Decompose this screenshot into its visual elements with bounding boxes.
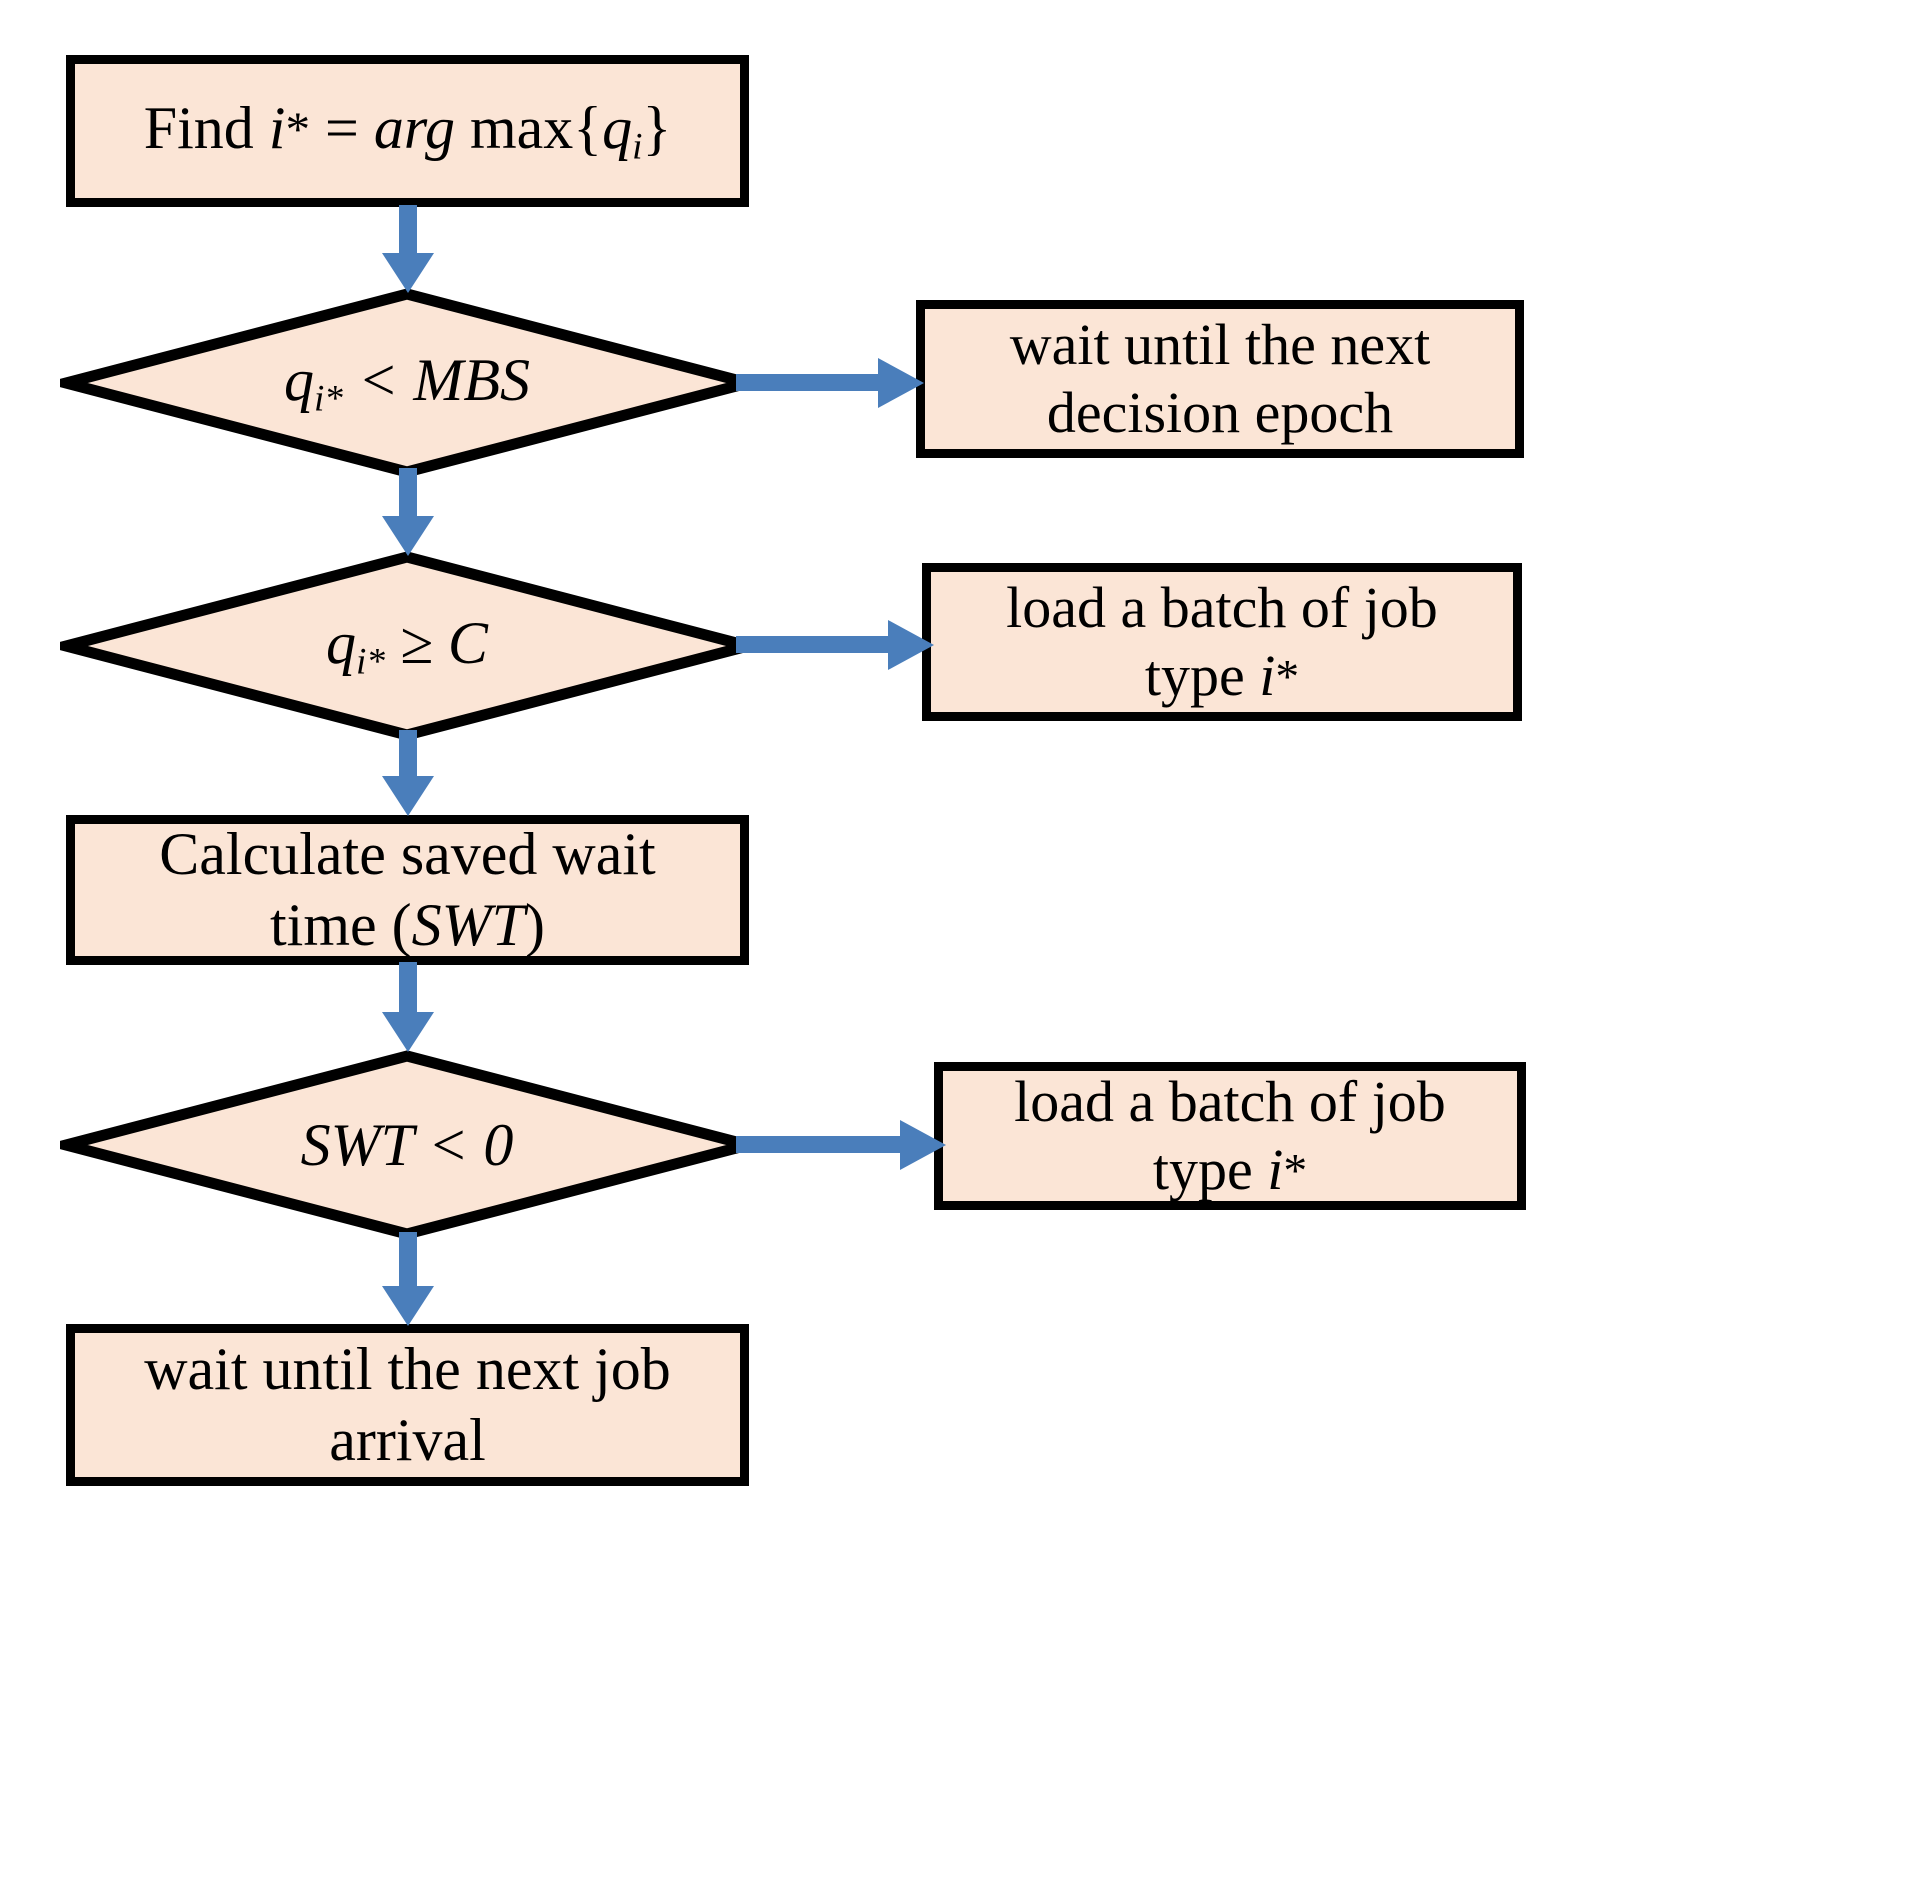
star-glyph: * xyxy=(1283,1145,1308,1198)
node-swt-lt-zero[interactable]: SWT < 0 xyxy=(60,1050,754,1240)
node-load-batch-1[interactable]: load a batch of job type i* xyxy=(922,563,1522,721)
node-q-ge-c[interactable]: qi* ≥ C xyxy=(60,551,754,741)
line-1: Calculate saved wait xyxy=(159,821,656,888)
line-1: load a batch of job xyxy=(1014,1068,1446,1134)
line-1: load a batch of job xyxy=(1006,574,1438,640)
star-glyph: * xyxy=(1275,651,1300,704)
node-swt-lt-zero-label: SWT < 0 xyxy=(300,1111,514,1178)
line-1: wait until the next job xyxy=(144,1336,671,1403)
arrow-swt-zero-to-load-batch-2 xyxy=(736,1112,948,1178)
node-q-ge-c-label: qi* ≥ C xyxy=(326,609,488,683)
node-calculate-swt[interactable]: Calculate saved wait time (SWT) xyxy=(66,815,749,965)
node-wait-next-job-arrival-label: wait until the next job arrival xyxy=(144,1334,671,1476)
node-find-i-star-label: Find i* = arg max{qi} xyxy=(143,94,672,168)
node-load-batch-2-label: load a batch of job type i* xyxy=(1014,1068,1446,1205)
arrow-find-to-qmbs xyxy=(378,205,438,295)
arrow-calculate-swt-to-swt-zero xyxy=(378,962,438,1054)
line-1: wait until the next xyxy=(1009,311,1431,377)
node-q-lt-mbs-label: qi* < MBS xyxy=(283,346,531,420)
arrow-qmbs-to-wait-epoch xyxy=(736,350,926,416)
node-load-batch-1-label: load a batch of job type i* xyxy=(1006,574,1438,711)
var-q: q xyxy=(602,94,633,161)
arrow-qmbs-to-qgec xyxy=(378,468,438,558)
swt-acronym: SWT xyxy=(411,892,525,958)
var-i: i xyxy=(1267,1137,1284,1202)
node-wait-next-decision-epoch-label: wait until the next decision epoch xyxy=(1010,311,1430,448)
var-i: i xyxy=(268,94,286,161)
node-calculate-swt-label: Calculate saved wait time (SWT) xyxy=(159,819,655,961)
node-wait-next-job-arrival[interactable]: wait until the next job arrival xyxy=(66,1324,749,1486)
star-glyph: * xyxy=(285,101,311,157)
arrow-qgec-to-load-batch-1 xyxy=(736,612,936,678)
node-wait-next-decision-epoch[interactable]: wait until the next decision epoch xyxy=(916,300,1524,458)
line-2: decision epoch xyxy=(1046,380,1394,445)
line-2: type i* xyxy=(1144,643,1300,708)
line-2: arrival xyxy=(329,1407,486,1473)
var-i: i xyxy=(1259,643,1276,708)
subscript-i: i xyxy=(632,126,643,168)
node-load-batch-2[interactable]: load a batch of job type i* xyxy=(934,1062,1526,1210)
arrow-swt-zero-to-wait-job xyxy=(378,1232,438,1328)
line-2: type i* xyxy=(1152,1137,1308,1202)
arrow-qgec-to-calculate-swt xyxy=(378,730,438,818)
arg-operator: arg xyxy=(373,94,455,161)
line-2: time (SWT) xyxy=(270,892,545,958)
node-q-lt-mbs[interactable]: qi* < MBS xyxy=(60,288,754,478)
node-find-i-star[interactable]: Find i* = arg max{qi} xyxy=(66,55,749,207)
